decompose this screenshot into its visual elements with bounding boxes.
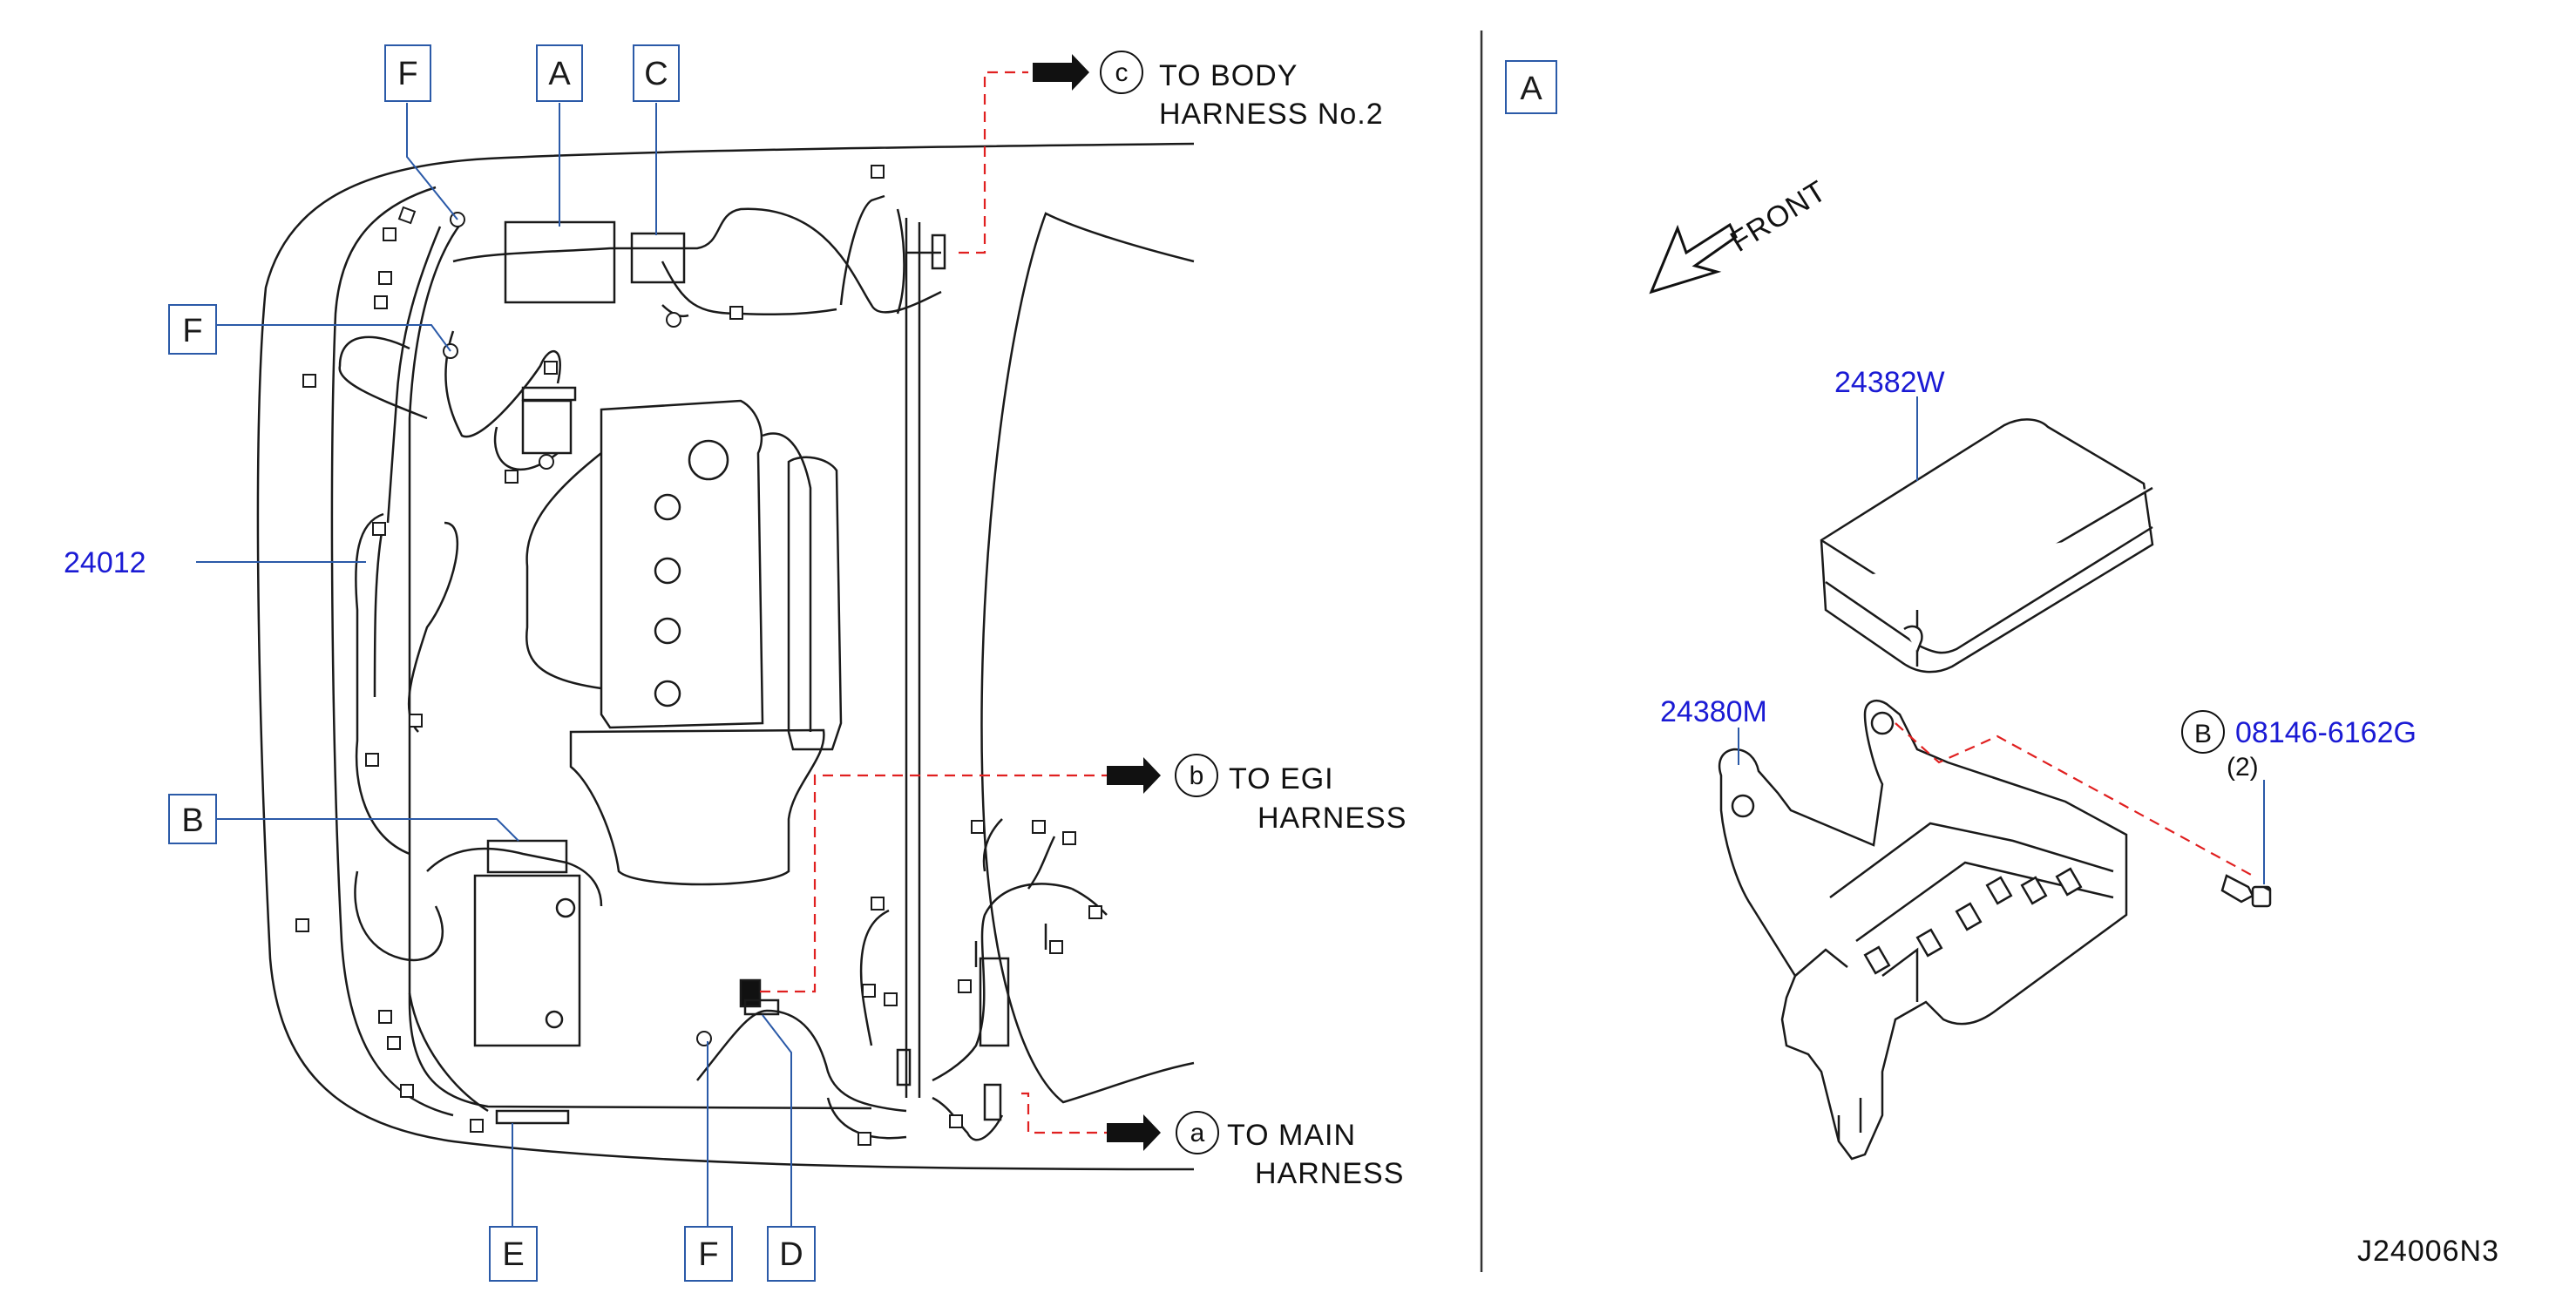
callout-letter: F: [698, 1236, 718, 1273]
destination-line2: HARNESS: [1257, 802, 1407, 835]
diagram-code: J24006N3: [2357, 1235, 2499, 1268]
callout-box-f-bottom: F: [684, 1226, 733, 1282]
relay-block: [495, 220, 1010, 1125]
callout-letter: C: [644, 56, 668, 92]
destination-line2: HARNESS No.2: [1159, 98, 1384, 131]
harness-connectors: [295, 165, 1102, 1146]
destination-body-harness: c TO BODY HARNESS No.2: [1100, 51, 1384, 131]
destination-marker: a: [1190, 1119, 1205, 1147]
callout-letter: F: [397, 56, 417, 92]
callout-letter: B: [181, 802, 203, 839]
destination-marker: b: [1190, 762, 1204, 790]
part-number-harness: 24012: [64, 546, 146, 579]
callout-letter: F: [182, 313, 202, 349]
callout-box-f-top: F: [384, 44, 431, 102]
view-letter: A: [1520, 71, 1542, 107]
callout-leaders: [196, 103, 792, 1227]
engine-block: [525, 399, 843, 886]
callout-letter: D: [779, 1236, 803, 1273]
bolt-callout-letter: B: [2194, 720, 2212, 748]
fuse-box-cover: [1820, 418, 2154, 674]
arrow-to-body: [1033, 54, 1089, 91]
destination-egi-harness: b TO EGI HARNESS: [1175, 754, 1407, 835]
engine-room-outline: [256, 142, 1195, 1171]
harness-lines: [338, 194, 1108, 1141]
callout-box-e: E: [489, 1226, 538, 1282]
part-number-cover: 24382W: [1834, 366, 1945, 399]
destination-leaders: [760, 71, 1107, 1134]
destination-main-harness: a TO MAIN HARNESS: [1176, 1111, 1404, 1190]
front-arrow-icon: [1649, 222, 1738, 294]
destination-marker: c: [1115, 58, 1129, 87]
destination-line2: HARNESS: [1255, 1157, 1404, 1190]
callout-box-f-mid: F: [168, 304, 217, 355]
battery: [473, 839, 581, 1047]
callout-box-d: D: [767, 1226, 816, 1282]
destination-arrows: [1033, 54, 1161, 1151]
callout-box-c: C: [633, 44, 680, 102]
arrow-to-egi: [1107, 757, 1161, 794]
part-number-bracket: 24380M: [1660, 695, 1767, 728]
bolt-callout: B 08146-6162G (2): [2181, 710, 2417, 782]
destination-line1: TO BODY: [1159, 59, 1298, 92]
callout-letter: A: [548, 56, 571, 92]
destination-line1: TO MAIN: [1227, 1119, 1356, 1152]
view-box-a: A: [1505, 60, 1557, 114]
destination-line1: TO EGI: [1229, 762, 1334, 795]
part-number-bolt: 08146-6162G: [2235, 716, 2417, 749]
callout-box-b: B: [168, 794, 217, 844]
callout-box-a: A: [536, 44, 583, 102]
front-label: FRONT: [1725, 174, 1833, 259]
bolt-dashed-leader: [1895, 722, 2254, 877]
front-arrow: FRONT: [1649, 174, 1833, 294]
bolt-quantity: (2): [2227, 753, 2259, 782]
bolt: [2220, 874, 2272, 908]
arrow-to-main: [1107, 1114, 1161, 1151]
callout-letter: E: [502, 1236, 524, 1273]
fuse-box-bracket: [1718, 700, 2128, 1161]
